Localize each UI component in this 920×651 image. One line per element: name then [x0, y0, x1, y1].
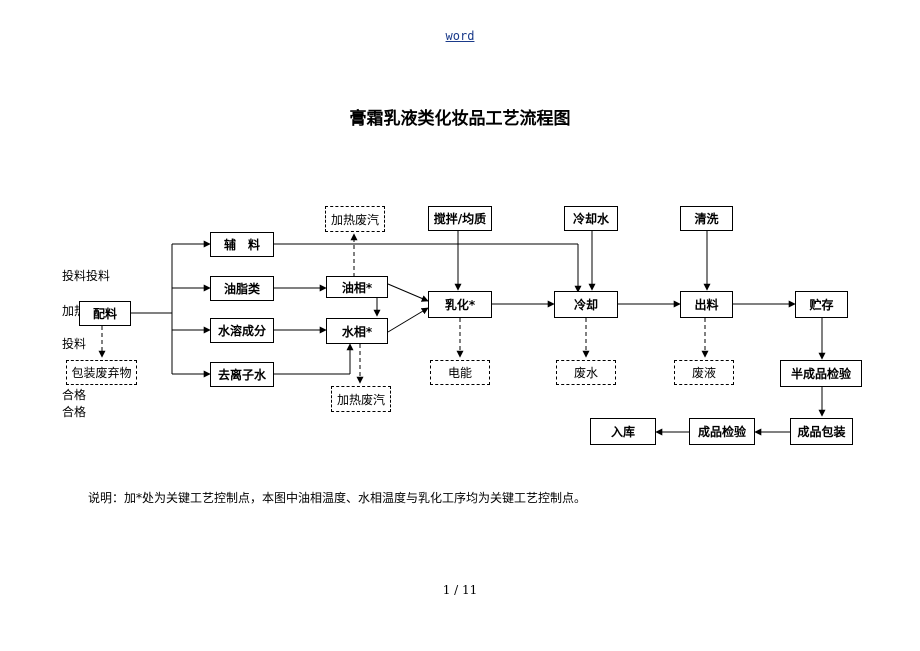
node-shuirongchengfen: 水溶成分 [210, 318, 274, 343]
left-label-1: 投料投料 [62, 269, 111, 283]
node-ruhua: 乳化* [428, 291, 492, 318]
page-header: word [445, 29, 475, 43]
left-label-4: 合格 [62, 388, 87, 402]
left-label-3: 投料 [62, 337, 87, 351]
node-banchengpin: 半成品检验 [780, 360, 862, 387]
waste-jiare-bottom: 加热废汽 [331, 386, 391, 412]
edge-youxiang-ruhua [387, 283, 429, 302]
node-jiaobanjunzhi: 搅拌/均质 [428, 206, 492, 231]
waste-jiare-top: 加热废汽 [325, 206, 385, 232]
node-lengque: 冷却 [554, 291, 618, 318]
node-peiliao: 配料 [79, 301, 131, 326]
node-zhucun: 贮存 [795, 291, 848, 318]
node-shuixiang: 水相* [326, 318, 388, 344]
page-number: 1 / 11 [442, 583, 478, 597]
node-youxiang: 油相* [326, 276, 388, 298]
node-chengpinbaozhuang: 成品包装 [790, 418, 853, 445]
node-quliziShui: 去离子水 [210, 362, 274, 387]
node-lengqueshui: 冷却水 [564, 206, 618, 231]
waste-dianneng: 电能 [430, 360, 490, 385]
diagram-title: 膏霜乳液类化妆品工艺流程图 [349, 109, 571, 129]
node-fuliao: 辅 料 [210, 232, 274, 257]
left-label-5: 合格 [62, 405, 87, 419]
node-chuliao: 出料 [680, 291, 733, 318]
diagram-note: 说明：加*处为关键工艺控制点，本图中油相温度、水相温度与乳化工序均为关键工艺控制… [88, 491, 587, 505]
edge-shuixiang-ruhua [387, 307, 429, 333]
node-qingxi: 清洗 [680, 206, 733, 231]
node-chengpinjianyan: 成品检验 [689, 418, 755, 445]
waste-feiye: 废液 [674, 360, 734, 385]
waste-feishui: 废水 [556, 360, 616, 385]
node-youzhilei: 油脂类 [210, 276, 274, 301]
node-ruku: 入库 [590, 418, 656, 445]
waste-baozhuang: 包装废弃物 [66, 360, 137, 385]
